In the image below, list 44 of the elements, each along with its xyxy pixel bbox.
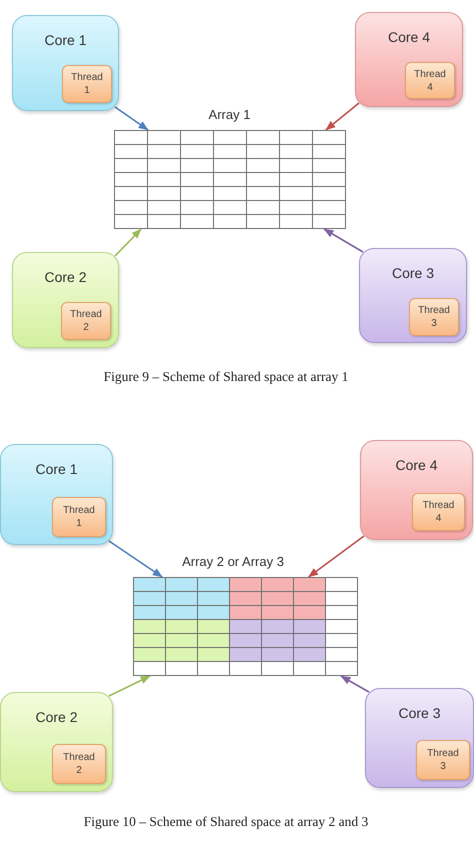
thread-label: Thread 3 bbox=[427, 747, 459, 773]
arrow bbox=[340, 675, 370, 693]
core-label: Core 1 bbox=[44, 32, 87, 49]
thread-box bbox=[52, 744, 106, 784]
core-box bbox=[12, 252, 119, 348]
arrow bbox=[324, 228, 364, 253]
core-box bbox=[359, 248, 467, 343]
thread-box bbox=[61, 302, 111, 340]
thread-box bbox=[405, 62, 455, 99]
core-label: Core 3 bbox=[398, 705, 441, 722]
arrow bbox=[308, 535, 364, 578]
core-box bbox=[355, 12, 463, 107]
array-title: Array 2 or Array 3 bbox=[182, 554, 284, 570]
core-box bbox=[0, 444, 113, 545]
arrow bbox=[108, 675, 151, 697]
core-label: Core 4 bbox=[388, 29, 430, 46]
arrow bbox=[325, 102, 360, 131]
thread-label: Thread 1 bbox=[71, 71, 103, 97]
thread-box bbox=[52, 497, 106, 537]
arrow bbox=[108, 540, 163, 578]
thread-box bbox=[412, 493, 465, 531]
thread-label: Thread 3 bbox=[418, 304, 450, 330]
core-label: Core 2 bbox=[35, 709, 78, 726]
arrow bbox=[114, 228, 142, 257]
core-box bbox=[12, 15, 119, 111]
figure-caption: Figure 9 – Scheme of Shared space at array 1 bbox=[104, 368, 348, 386]
core-box bbox=[0, 692, 113, 792]
thread-box bbox=[409, 298, 459, 336]
thread-label: Thread 4 bbox=[422, 499, 454, 525]
thread-label: Thread 4 bbox=[414, 68, 446, 94]
thread-label: Thread 2 bbox=[63, 751, 95, 777]
core-label: Core 3 bbox=[392, 265, 434, 282]
figure-caption: Figure 10 – Scheme of Shared space at array 2 and 3 bbox=[84, 813, 368, 831]
thread-label: Thread 2 bbox=[70, 308, 102, 334]
thread-box bbox=[62, 65, 112, 103]
core-label: Core 1 bbox=[35, 461, 78, 478]
arrow bbox=[114, 106, 149, 131]
array-title: Array 1 bbox=[208, 107, 250, 123]
thread-box bbox=[416, 740, 470, 780]
core-label: Core 4 bbox=[395, 457, 438, 474]
core-box bbox=[365, 688, 474, 788]
thread-label: Thread 1 bbox=[63, 504, 95, 530]
core-label: Core 2 bbox=[44, 269, 87, 286]
core-box bbox=[360, 440, 473, 540]
